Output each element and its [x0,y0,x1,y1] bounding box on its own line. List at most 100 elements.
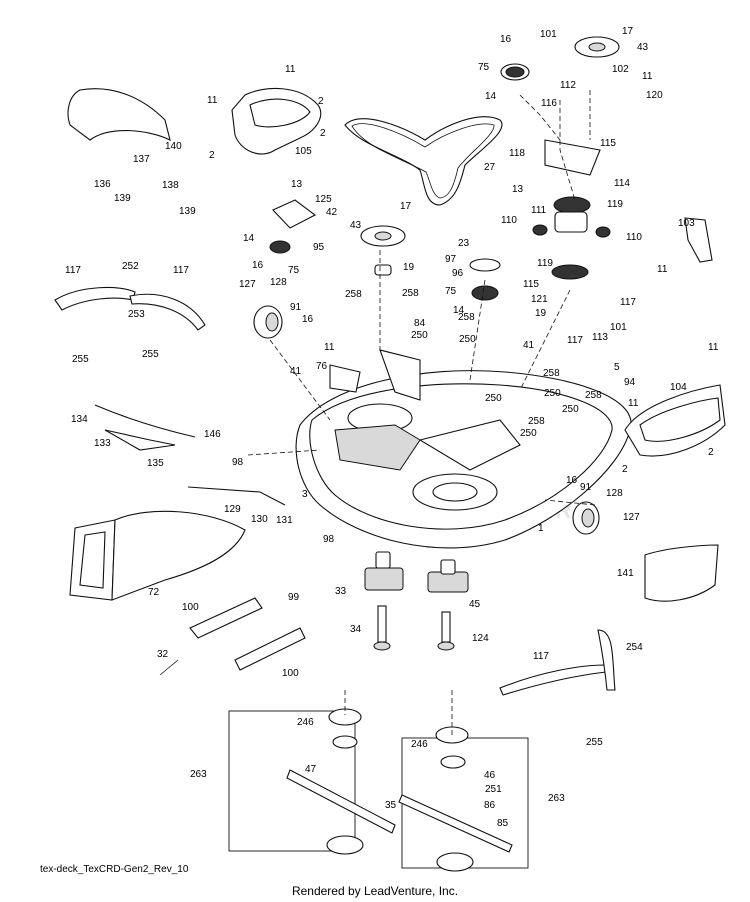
part-label-13b: 13 [291,179,303,190]
part-label-111: 111 [531,205,547,216]
part-label-100a: 100 [182,602,199,613]
part-label-14c: 14 [453,305,465,316]
part-label-75c: 75 [445,286,457,297]
part-label-252: 252 [122,261,139,272]
part-label-16b: 16 [252,260,264,271]
part-label-134: 134 [71,414,88,425]
part-label-113: 113 [592,332,608,343]
part-label-86: 86 [484,800,496,811]
part-label-110a: 110 [501,215,517,226]
part-label-250d: 250 [485,393,502,404]
part-label-41a: 41 [523,340,535,351]
part-label-72: 72 [148,587,160,598]
part-label-119a: 119 [607,199,623,210]
part-label-42: 42 [326,207,338,218]
part-label-258c: 258 [458,312,475,323]
part-label-246a: 246 [297,717,314,728]
part-label-250f: 250 [520,428,537,439]
part-label-11d: 11 [657,264,668,275]
part-label-100b: 100 [282,668,299,679]
part-label-125: 125 [315,194,332,205]
shield-140 [67,88,171,142]
spring-32 [159,659,179,676]
part-label-76: 76 [316,361,328,372]
part-label-119b: 119 [537,258,553,269]
part-label-130: 130 [251,514,268,525]
part-label-32: 32 [157,649,169,660]
part-label-255c: 255 [586,737,603,748]
part-label-102: 102 [612,64,629,75]
part-label-2e: 2 [622,464,628,475]
part-label-131: 131 [276,515,293,526]
diagram-code: tex-deck_TexCRD-Gen2_Rev_10 [40,864,189,875]
part-label-253: 253 [128,309,145,320]
part-label-138: 138 [162,180,179,191]
part-label-2a: 2 [318,96,324,107]
part-label-13a: 13 [512,184,524,195]
part-label-133: 133 [94,438,111,449]
part-label-117a: 117 [65,265,81,276]
part-label-85: 85 [497,818,509,829]
part-label-3: 3 [302,489,308,500]
part-label-117c: 117 [620,297,636,308]
spindle-33 [364,551,404,651]
part-label-258a: 258 [345,289,362,300]
part-label-110b: 110 [626,232,642,243]
part-label-2d: 2 [708,447,714,458]
pulley-97 [469,258,501,272]
part-label-141: 141 [617,568,634,579]
part-label-103: 103 [678,218,695,229]
gear-119-top [553,196,591,214]
part-label-263a: 263 [190,769,207,780]
arm-99-upper [189,597,263,639]
arm-99-lower [234,627,306,671]
part-label-11g: 11 [628,398,639,409]
gauge-wheel-left [253,305,283,339]
part-label-250b: 250 [459,334,476,345]
part-label-127a: 127 [239,279,256,290]
part-label-16d: 16 [566,475,578,486]
rod-134 [94,404,196,438]
part-label-139b: 139 [179,206,196,217]
part-label-101a: 101 [540,29,557,40]
part-label-254: 254 [626,642,643,653]
part-label-19a: 19 [403,262,415,273]
bracket-103 [684,217,713,263]
gauge-wheel-right [572,501,600,535]
part-label-104: 104 [670,382,687,393]
part-label-255a: 255 [72,354,89,365]
part-label-246b: 246 [411,739,428,750]
bar-253 [54,286,136,311]
part-label-2b: 2 [320,128,326,139]
part-label-139a: 139 [114,193,131,204]
part-label-91b: 91 [580,482,592,493]
part-label-1: 1 [538,523,544,534]
part-label-128a: 128 [270,277,287,288]
pulley-75-left [269,240,291,254]
part-label-5: 5 [614,362,620,373]
part-label-258f: 258 [528,416,545,427]
part-label-258e: 258 [585,390,602,401]
part-label-96: 96 [452,268,464,279]
part-label-250a: 250 [411,330,428,341]
shield-141 [644,544,719,602]
blade-kit-frame-left [228,710,356,852]
part-label-17a: 17 [622,26,634,37]
part-label-105: 105 [295,146,312,157]
part-label-127b: 127 [623,512,640,523]
part-label-258b: 258 [402,288,419,299]
credit-line: Rendered by LeadVenture, Inc. [291,884,459,898]
part-label-250c: 250 [544,388,561,399]
part-label-75b: 75 [288,265,300,276]
part-label-128b: 128 [606,488,623,499]
part-label-112: 112 [560,80,576,91]
part-label-33: 33 [335,586,347,597]
part-label-95: 95 [313,242,325,253]
part-label-99: 99 [288,592,300,603]
part-label-115a: 115 [600,138,616,149]
part-label-47: 47 [305,764,317,775]
part-label-35: 35 [385,800,397,811]
part-label-11e: 11 [324,342,335,353]
part-label-41b: 41 [290,366,302,377]
